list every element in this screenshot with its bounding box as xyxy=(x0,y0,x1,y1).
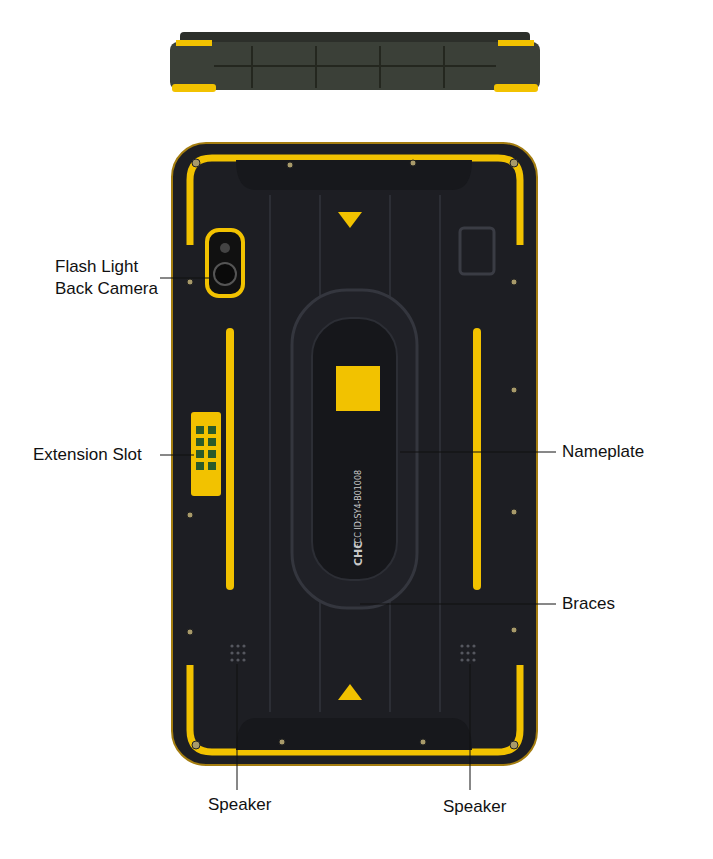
part-label: Speaker xyxy=(443,797,506,817)
tablet-back xyxy=(172,143,537,765)
part-label: Extension Slot xyxy=(33,445,142,465)
part-label: Flash Light xyxy=(55,257,138,277)
part-label: Speaker xyxy=(208,795,271,815)
device-marking: FCC ID:SY4-B01008 xyxy=(354,470,363,548)
part-label: Nameplate xyxy=(562,442,644,462)
side-view xyxy=(170,32,540,92)
part-label: Back Camera xyxy=(55,279,158,299)
leader-lines xyxy=(160,278,556,790)
part-label: Braces xyxy=(562,594,615,614)
